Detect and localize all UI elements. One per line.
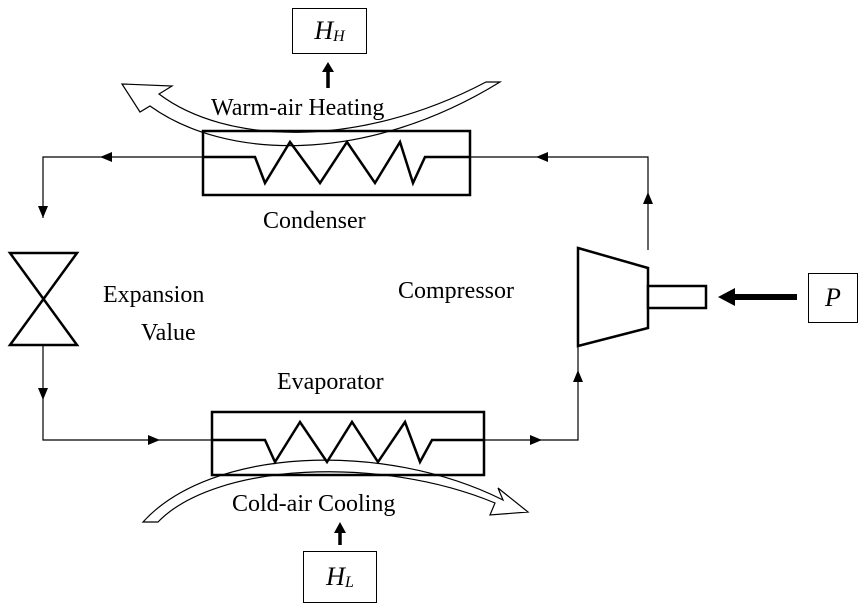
compressor-label: Compressor: [398, 278, 514, 304]
heat-high-symbol: H: [314, 16, 334, 45]
pipe-expansion-to-evaporator: [42, 345, 212, 441]
flow-arrow-right-out-evaporator: [530, 435, 542, 445]
compressor-shaft: [646, 284, 708, 310]
condenser-box: [201, 129, 472, 197]
heat-in-arrow-head: [334, 522, 346, 533]
flow-arrow-down-left: [38, 206, 48, 218]
pipe-evaporator-to-compressor: [484, 340, 579, 441]
heat-low-symbol: H: [326, 562, 345, 591]
heat-high-subscript: H: [333, 28, 345, 45]
flow-arrow-left-out-condenser: [100, 152, 112, 162]
work-input-arrow-head: [718, 288, 735, 306]
evaporator-label: Evaporator: [277, 369, 384, 395]
expansion-valve-label-line1: Expansion: [103, 282, 205, 308]
expansion-valve-label-line2: Value: [141, 320, 196, 346]
power-symbol: P: [825, 283, 841, 312]
warm-air-flow-arrow: [120, 81, 503, 147]
flow-arrow-up-into-compressor: [573, 370, 583, 382]
flow-arrow-up-right: [643, 192, 653, 204]
warm-air-heating-label: Warm-air Heating: [211, 95, 385, 121]
condenser-coil: [203, 139, 470, 187]
pipe-condenser-to-expansion: [42, 156, 203, 218]
flow-arrow-right-into-evaporator: [148, 435, 160, 445]
heat-out-arrow-head: [322, 62, 334, 72]
evaporator-box: [210, 410, 486, 477]
condenser-label: Condenser: [263, 208, 366, 234]
pipe-compressor-to-condenser: [470, 156, 649, 250]
flow-arrow-down-lower-left: [38, 388, 48, 400]
cold-air-cooling-label: Cold-air Cooling: [232, 491, 396, 517]
expansion-valve-symbol: [7, 251, 80, 347]
power-input-box: P: [808, 273, 858, 323]
compressor-symbol: [576, 246, 650, 348]
flow-arrow-left-into-condenser: [536, 152, 548, 162]
evaporator-coil: [212, 419, 484, 465]
heat-low-subscript: L: [344, 574, 354, 591]
